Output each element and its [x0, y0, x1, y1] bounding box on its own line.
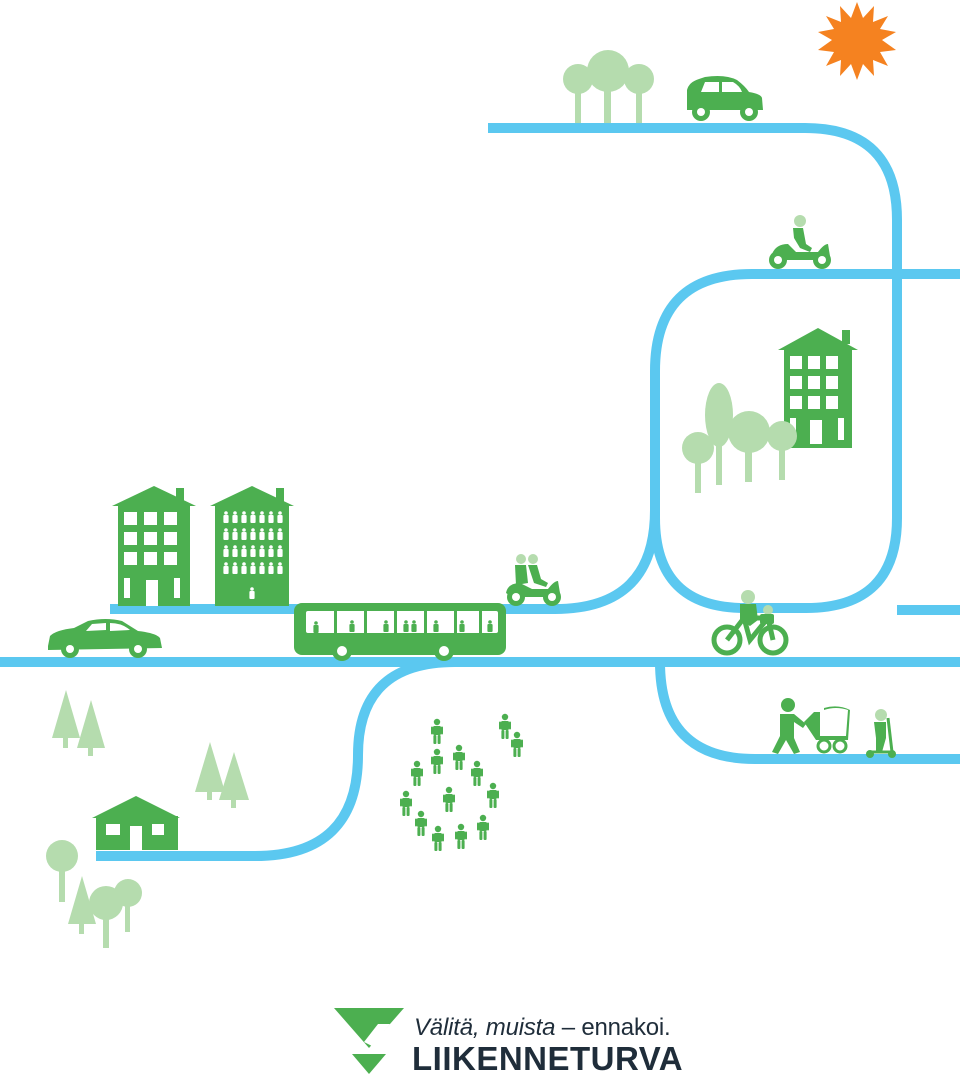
kick-scooter-icon [866, 709, 896, 758]
road-loop [650, 269, 960, 613]
person-icon [477, 814, 489, 840]
road-lower-left [96, 657, 456, 861]
building-icon [210, 486, 294, 606]
person-icon [455, 823, 467, 849]
building-icon [778, 328, 858, 448]
person-icon [431, 718, 443, 744]
tree-icon [52, 690, 249, 808]
building-icon [112, 486, 196, 606]
person-icon [471, 760, 483, 786]
bus-icon [294, 603, 506, 661]
road-right-lower [655, 661, 960, 764]
bicycle-icon [711, 590, 789, 656]
person-icon [453, 744, 465, 770]
tree-icon [682, 383, 797, 493]
person-icon [499, 713, 511, 739]
person-icon [400, 790, 412, 816]
tree-icon [46, 840, 142, 948]
car-icon [48, 619, 162, 658]
person-icon [432, 825, 444, 851]
person-icon [411, 760, 423, 786]
car-icon [687, 76, 763, 121]
liikenneturva-logo [334, 1008, 404, 1074]
road-top-upper [488, 123, 902, 278]
person-icon [431, 748, 443, 774]
slogan-rest: – ennakoi. [555, 1014, 671, 1041]
slogan-italic: Välitä, muista [414, 1014, 556, 1041]
house-icon [92, 796, 180, 850]
tree-icon [563, 50, 654, 123]
sun-icon [818, 2, 896, 80]
person-icon [443, 786, 455, 812]
person-icon [415, 810, 427, 836]
person-icon [511, 731, 523, 757]
road-network [0, 123, 960, 861]
stroller-icon [772, 698, 850, 754]
brand-slogan: Välitä, muista – ennakoi. [414, 1014, 671, 1042]
road-upper-branch [110, 509, 660, 614]
scooter-icon [506, 554, 561, 606]
crowd [400, 713, 523, 851]
scooter-icon [769, 215, 831, 269]
person-icon [487, 782, 499, 808]
brand-name: LIIKENNETURVA [412, 1040, 684, 1077]
